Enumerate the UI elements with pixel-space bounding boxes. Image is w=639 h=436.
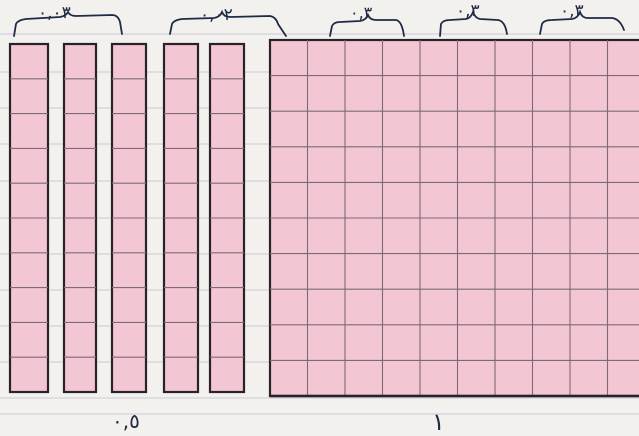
label-rods-left: ٠,٠٣	[38, 3, 71, 23]
label-flat-3: ٠,٣	[560, 1, 584, 21]
hundred-flat-square	[270, 40, 639, 396]
tenth-rod	[210, 44, 244, 392]
tenth-rod	[64, 44, 96, 392]
label-flat-2: ٠,٣	[456, 1, 480, 21]
label-rods-total: ٠,٥	[112, 409, 140, 433]
tenth-rod	[112, 44, 146, 392]
tenth-rod	[10, 44, 48, 392]
braces	[14, 12, 624, 36]
label-flat-total: ١	[432, 408, 445, 436]
tenth-rod	[164, 44, 198, 392]
label-rods-right: ٠,٠٢	[200, 5, 233, 25]
label-flat-1: ٠,٣	[350, 3, 373, 22]
bottom-labels: ٠,٥ ١	[112, 408, 445, 436]
